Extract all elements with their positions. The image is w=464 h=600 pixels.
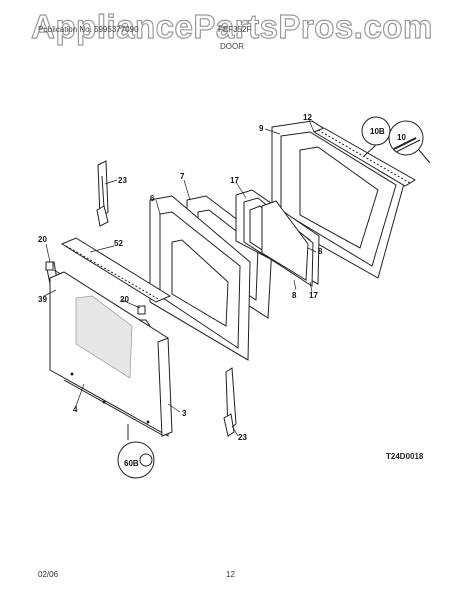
publication-number: Publication No. 5995377090 — [38, 25, 139, 34]
model-number: FEF352F — [218, 25, 252, 34]
side-trim — [157, 337, 173, 437]
callout-10b: 10B — [370, 127, 385, 136]
callout-23-upper: 23 — [118, 176, 127, 185]
callout-17-upper: 17 — [230, 176, 239, 185]
handle-end-cap — [45, 261, 146, 315]
screw-detail — [361, 116, 431, 164]
callout-52: 52 — [114, 239, 123, 248]
callout-20-upper: 20 — [38, 235, 47, 244]
glass-panel-8b — [261, 200, 309, 281]
hinge-upper — [96, 160, 109, 227]
callout-60b: 60B — [124, 459, 139, 468]
leader-lines — [43, 119, 317, 437]
top-trim — [60, 237, 172, 303]
callout-20-lower: 20 — [120, 295, 129, 304]
footer-page-number: 12 — [226, 570, 235, 579]
callout-8-right: 8 — [318, 247, 323, 256]
callout-23-lower: 23 — [238, 433, 247, 442]
callout-3: 3 — [182, 409, 187, 418]
screw-60b — [117, 424, 155, 479]
footer-date: 02/06 — [38, 570, 59, 579]
page-title: DOOR — [220, 42, 244, 51]
callout-9: 9 — [259, 124, 264, 133]
callout-17-lower: 17 — [309, 291, 318, 300]
hinge-lower — [223, 367, 237, 437]
callout-39: 39 — [38, 295, 47, 304]
vent-trim — [312, 127, 416, 187]
callout-8-bottom: 8 — [292, 291, 297, 300]
fastener-dots — [70, 372, 150, 424]
callout-10: 10 — [397, 133, 406, 142]
callout-7: 7 — [180, 172, 185, 181]
callout-4: 4 — [73, 405, 78, 414]
callout-12: 12 — [303, 113, 312, 122]
diagram-code: T24D0018 — [386, 452, 424, 461]
site-watermark: AppliancePartsPros.com — [31, 7, 433, 45]
callout-6: 6 — [150, 194, 155, 203]
